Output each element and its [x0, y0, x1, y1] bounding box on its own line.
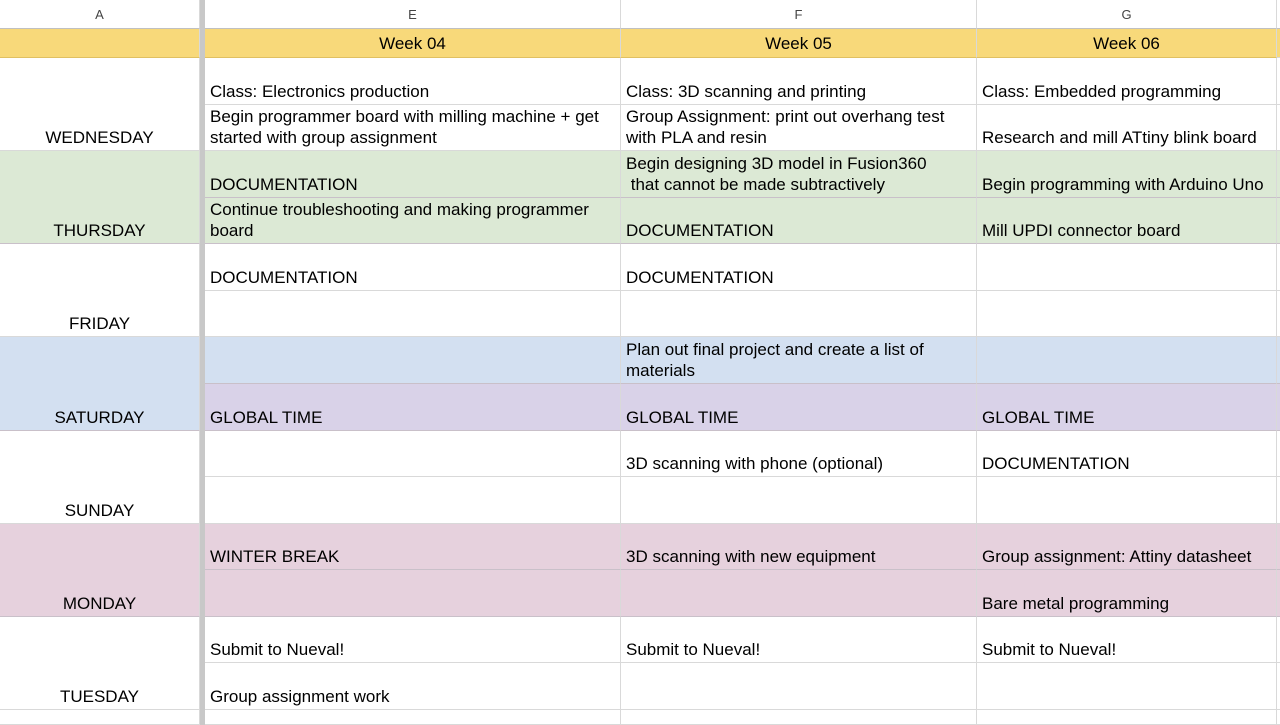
empty-cell[interactable]	[0, 709, 200, 725]
empty-cell[interactable]	[1277, 709, 1280, 725]
schedule-cell[interactable]	[977, 663, 1277, 710]
schedule-cell[interactable]: Group assignment: Attiny datasheet	[977, 523, 1277, 571]
empty-cell[interactable]	[977, 709, 1277, 725]
schedule-cell[interactable]	[621, 570, 977, 617]
column-header-g[interactable]: G	[977, 0, 1277, 29]
schedule-cell[interactable]: WINTER BREAK	[205, 523, 621, 571]
next-column-cell[interactable]	[1277, 337, 1280, 384]
schedule-cell[interactable]: GLOBAL TIME	[977, 383, 1277, 431]
next-column-cell[interactable]	[1277, 104, 1280, 152]
schedule-cell[interactable]: Begin designing 3D model in Fusion360 th…	[621, 151, 977, 198]
column-header-f[interactable]: F	[621, 0, 977, 29]
day-label-tuesday[interactable]: TUESDAY	[0, 616, 200, 710]
column-header-e[interactable]: E	[205, 0, 621, 29]
schedule-cell[interactable]: Group Assignment: print out overhang tes…	[621, 104, 977, 152]
schedule-cell[interactable]: DOCUMENTATION	[205, 244, 621, 291]
schedule-cell[interactable]	[205, 477, 621, 524]
next-column-cell[interactable]	[1277, 197, 1280, 245]
schedule-cell[interactable]	[621, 290, 977, 338]
next-column-cell[interactable]	[1277, 523, 1280, 571]
schedule-cell[interactable]: DOCUMENTATION	[977, 430, 1277, 478]
empty-cell[interactable]	[205, 709, 621, 725]
next-column-cell[interactable]	[1277, 616, 1280, 664]
schedule-cell[interactable]	[977, 337, 1277, 384]
schedule-cell[interactable]: GLOBAL TIME	[621, 383, 977, 431]
schedule-cell[interactable]: Class: 3D scanning and printing	[621, 58, 977, 105]
schedule-cell[interactable]: Submit to Nueval!	[205, 616, 621, 664]
next-column-cell[interactable]	[1277, 430, 1280, 478]
schedule-cell[interactable]: GLOBAL TIME	[205, 383, 621, 431]
week-header-cell[interactable]: Week 05	[621, 29, 977, 58]
schedule-cell[interactable]: Research and mill ATtiny blink board	[977, 104, 1277, 152]
next-column-cell[interactable]	[1277, 244, 1280, 291]
schedule-cell[interactable]: 3D scanning with new equipment	[621, 523, 977, 571]
schedule-cell[interactable]: DOCUMENTATION	[621, 197, 977, 245]
frozen-column-divider[interactable]	[200, 0, 205, 725]
schedule-cell[interactable]: Class: Electronics production	[205, 58, 621, 105]
schedule-cell[interactable]	[977, 244, 1277, 291]
schedule-cell[interactable]: DOCUMENTATION	[621, 244, 977, 291]
day-label-thursday[interactable]: THURSDAY	[0, 151, 200, 245]
schedule-cell[interactable]: DOCUMENTATION	[205, 151, 621, 198]
schedule-cell[interactable]	[621, 477, 977, 524]
schedule-cell[interactable]: Bare metal programming	[977, 570, 1277, 617]
next-column-cell[interactable]	[1277, 477, 1280, 524]
next-column-cell[interactable]	[1277, 290, 1280, 338]
next-column-cell[interactable]	[1277, 570, 1280, 617]
schedule-cell[interactable]: Begin programmer board with milling mach…	[205, 104, 621, 152]
day-label-saturday[interactable]: SATURDAY	[0, 337, 200, 431]
column-header-next[interactable]	[1277, 0, 1280, 29]
schedule-cell[interactable]: Mill UPDI connector board	[977, 197, 1277, 245]
schedule-cell[interactable]: Begin programming with Arduino Uno	[977, 151, 1277, 198]
schedule-cell[interactable]: Plan out final project and create a list…	[621, 337, 977, 384]
day-label-monday[interactable]: MONDAY	[0, 523, 200, 617]
day-label-wednesday[interactable]: WEDNESDAY	[0, 58, 200, 152]
schedule-cell[interactable]: Continue troubleshooting and making prog…	[205, 197, 621, 245]
week-header-cell[interactable]: Week 06	[977, 29, 1277, 58]
next-column-cell[interactable]	[1277, 663, 1280, 710]
schedule-cell[interactable]	[977, 477, 1277, 524]
next-column-cell[interactable]	[1277, 151, 1280, 198]
next-column-cell[interactable]	[1277, 383, 1280, 431]
schedule-cell[interactable]	[205, 430, 621, 478]
schedule-cell[interactable]	[621, 663, 977, 710]
schedule-cell[interactable]	[205, 337, 621, 384]
schedule-cell[interactable]	[205, 290, 621, 338]
schedule-cell[interactable]	[205, 570, 621, 617]
week-row-next-cell[interactable]	[1277, 29, 1280, 58]
schedule-cell[interactable]: Submit to Nueval!	[621, 616, 977, 664]
week-row-a-cell[interactable]	[0, 29, 200, 58]
empty-cell[interactable]	[621, 709, 977, 725]
schedule-cell[interactable]: Submit to Nueval!	[977, 616, 1277, 664]
schedule-cell[interactable]: Class: Embedded programming	[977, 58, 1277, 105]
schedule-cell[interactable]: Group assignment work	[205, 663, 621, 710]
schedule-cell[interactable]: 3D scanning with phone (optional)	[621, 430, 977, 478]
week-header-cell[interactable]: Week 04	[205, 29, 621, 58]
day-label-friday[interactable]: FRIDAY	[0, 244, 200, 338]
column-header-a[interactable]: A	[0, 0, 200, 29]
next-column-cell[interactable]	[1277, 58, 1280, 105]
day-label-sunday[interactable]: SUNDAY	[0, 430, 200, 524]
schedule-cell[interactable]	[977, 290, 1277, 338]
